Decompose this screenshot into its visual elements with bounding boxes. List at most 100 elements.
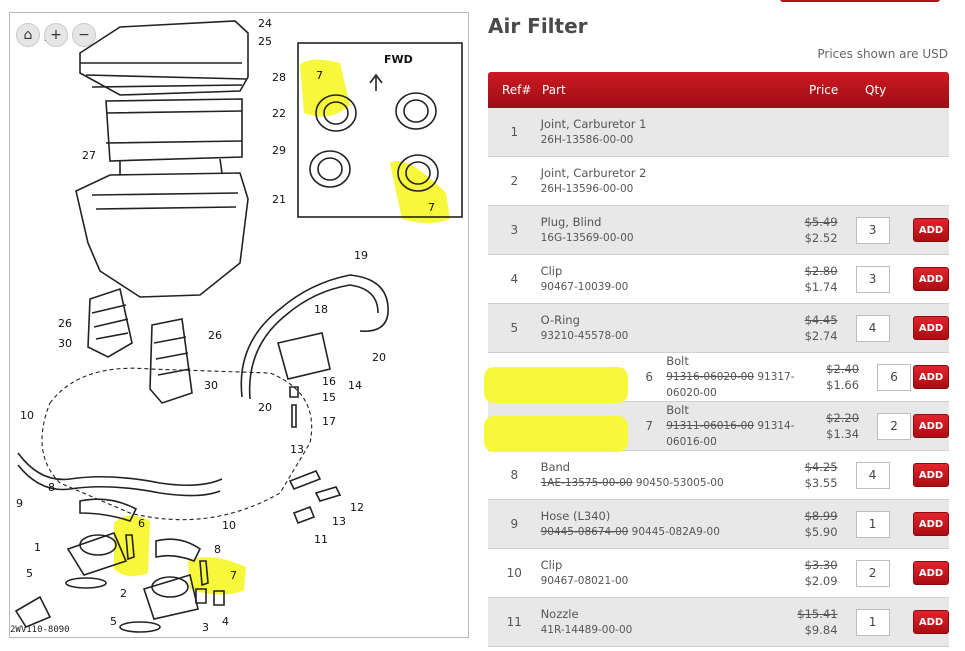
home-icon[interactable]: ⌂ (16, 23, 40, 47)
svg-text:26: 26 (58, 317, 72, 330)
row-price: $15.41$9.84 (787, 606, 856, 638)
table-header: Ref# Part Price Qty (488, 72, 949, 108)
current-part-number: 26H-13596-00-00 (540, 183, 634, 195)
add-to-cart-button[interactable]: ADD (913, 365, 949, 389)
diagram-code: 2WV110-8090 (10, 625, 70, 635)
part-name: Clip (540, 264, 563, 278)
add-to-cart-button[interactable]: ADD (913, 463, 949, 487)
part-name: Joint, Carburetor 2 (540, 166, 647, 180)
quantity-input[interactable] (877, 363, 912, 391)
svg-text:10: 10 (20, 409, 34, 422)
superseded-part-number: 1AE-13575-00-00 (540, 477, 633, 489)
current-part-number: 93210-45578-00 (540, 330, 629, 342)
quantity-input[interactable] (855, 559, 890, 587)
row-ref: 2 (510, 174, 519, 188)
add-to-cart-button[interactable]: ADD (913, 316, 949, 340)
part-name: Bolt (666, 403, 689, 417)
add-to-cart-button[interactable]: ADD (913, 610, 949, 634)
add-to-cart-button[interactable]: ADD (913, 267, 949, 291)
svg-text:20: 20 (258, 401, 272, 414)
row-highlight (484, 367, 629, 403)
svg-text:10: 10 (222, 519, 236, 532)
row-add: ADD (891, 463, 949, 487)
current-part-number: 91317-06020-00 (666, 371, 795, 399)
parts-diagram[interactable]: ⌂ + − (9, 12, 469, 638)
zoom-controls: ⌂ + − (16, 23, 96, 47)
part-number: 91316-06020-00 91317-06020-00 (666, 369, 826, 401)
list-price: $15.41 (797, 607, 838, 621)
current-part-number: 41R-14489-00-00 (540, 624, 633, 636)
add-to-cart-button[interactable]: ADD (913, 414, 949, 438)
part-number: 90445-08674-00 90445-082A9-00 (541, 524, 787, 540)
add-to-cart-button[interactable]: ADD (913, 561, 949, 585)
quantity-input[interactable] (855, 608, 890, 636)
row-price: $2.20$1.34 (826, 410, 877, 442)
quantity-input[interactable] (855, 314, 890, 342)
row-price: $5.49$2.52 (787, 214, 856, 246)
svg-text:7: 7 (316, 69, 323, 82)
svg-text:16: 16 (322, 375, 336, 388)
part-name: Bolt (666, 354, 689, 368)
part-number: 90467-10039-00 (541, 279, 787, 295)
current-part-number: 16G-13569-00-00 (540, 232, 634, 244)
svg-text:2: 2 (120, 587, 127, 600)
row-price: $4.25$3.55 (787, 459, 856, 491)
sale-price: $1.34 (826, 427, 860, 441)
add-to-cart-button[interactable]: ADD (913, 512, 949, 536)
currency-note: Prices shown are USD (817, 47, 948, 61)
row-add: ADD (891, 561, 949, 585)
row-ref: 6 (645, 370, 653, 384)
part-name: Joint, Carburetor 1 (540, 117, 647, 131)
row-qty (877, 363, 912, 391)
quantity-input[interactable] (855, 216, 890, 244)
row-ref: 1 (510, 125, 519, 139)
part-number: 26H-13586-00-00 (541, 132, 787, 148)
part-name: O-Ring (540, 313, 580, 327)
svg-text:5: 5 (26, 567, 33, 580)
sale-price: $1.66 (826, 378, 860, 392)
row-qty (855, 510, 891, 538)
superseded-part-number: 91311-06016-00 (666, 420, 754, 432)
quantity-input[interactable] (855, 265, 890, 293)
svg-text:1: 1 (34, 541, 41, 554)
svg-text:28: 28 (272, 71, 286, 84)
row-add: ADD (911, 365, 949, 389)
row-qty (855, 608, 891, 636)
row-ref: 11 (506, 615, 522, 629)
row-ref: 10 (506, 566, 522, 580)
row-highlight (484, 416, 629, 452)
add-to-cart-button[interactable]: ADD (913, 218, 949, 242)
svg-text:13: 13 (332, 515, 346, 528)
column-qty: Qty (865, 83, 887, 97)
zoom-in-button[interactable]: + (44, 23, 68, 47)
row-qty (855, 216, 891, 244)
zoom-out-button[interactable]: − (72, 23, 96, 47)
quantity-input[interactable] (877, 412, 912, 440)
quantity-input[interactable] (855, 510, 890, 538)
part-name: Band (540, 460, 571, 474)
part-name: Clip (540, 558, 563, 572)
row-part: Hose (L340)90445-08674-00 90445-082A9-00 (541, 508, 787, 540)
sale-price: $2.09 (804, 574, 838, 588)
parts-table: Ref# Part Price Qty 1 Joint, Carburetor 1… (484, 72, 949, 647)
current-part-number: 90450-53005-00 (635, 477, 724, 489)
list-price: $4.25 (804, 460, 838, 474)
list-price: $2.40 (826, 362, 860, 376)
svg-text:30: 30 (204, 379, 218, 392)
svg-text:6: 6 (138, 517, 145, 530)
svg-text:29: 29 (272, 144, 286, 157)
list-price: $5.49 (804, 215, 838, 229)
svg-text:11: 11 (314, 533, 328, 546)
quantity-input[interactable] (855, 461, 890, 489)
